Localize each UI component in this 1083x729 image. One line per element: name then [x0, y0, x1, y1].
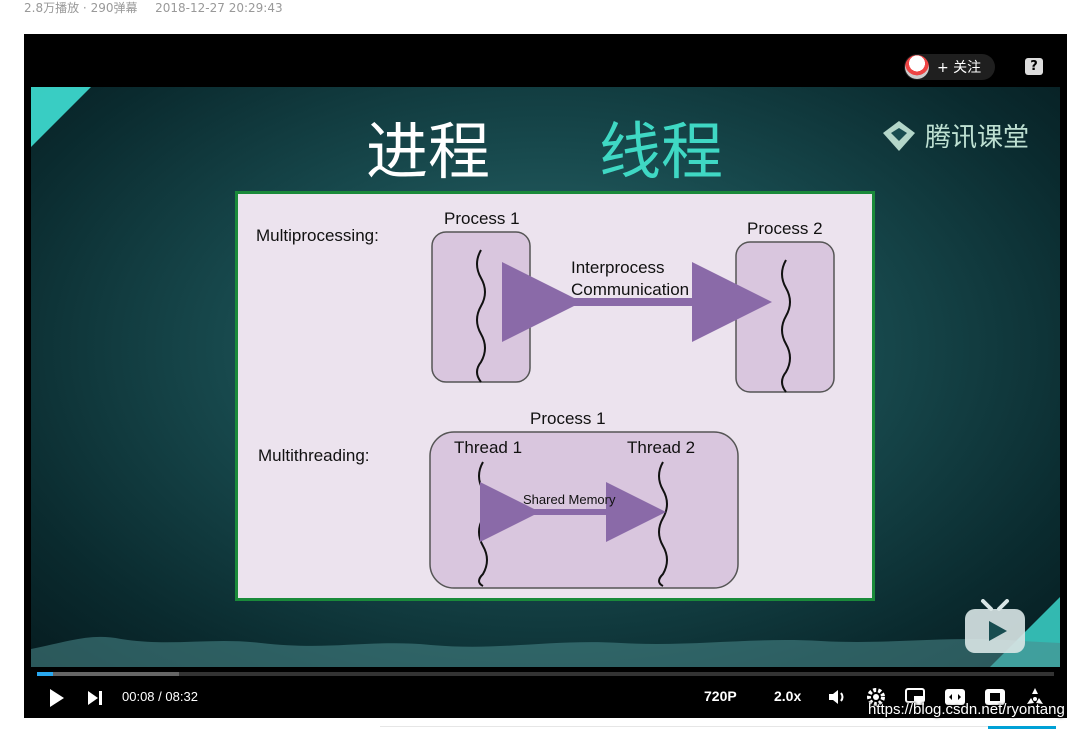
- slide-title-process: 进程: [366, 115, 491, 188]
- current-time: 00:08: [122, 689, 155, 704]
- uploader-avatar: [905, 55, 929, 79]
- decor-corner: [31, 87, 91, 147]
- slide-diagram: [429, 231, 835, 589]
- accent-underline: [988, 726, 1056, 729]
- thread1-label: Thread 1: [454, 438, 523, 457]
- video-player[interactable]: + 关注 ? 进程 线程 腾讯课堂: [24, 34, 1067, 718]
- shared-memory-label: Shared Memory: [523, 492, 616, 507]
- mt-process-label: Process 1: [530, 409, 606, 428]
- next-icon[interactable]: [87, 689, 103, 707]
- time-separator: /: [158, 689, 162, 704]
- fullscreen-icon[interactable]: [1024, 686, 1046, 708]
- volume-icon[interactable]: [827, 687, 847, 707]
- publish-datetime: 2018-12-27 20:29:43: [155, 1, 283, 15]
- tencent-classroom-logo: 腾讯课堂: [881, 117, 1029, 154]
- duration: 08:32: [165, 689, 198, 704]
- thread2-label: Thread 2: [627, 438, 696, 457]
- divider: [380, 726, 1020, 727]
- brand-logo-icon: [883, 120, 915, 151]
- process1-label: Process 1: [444, 209, 520, 228]
- brand-name: 腾讯课堂: [925, 123, 1030, 153]
- process2-label: Process 2: [747, 219, 823, 238]
- video-meta: 2.8万播放 · 290弹幕 2018-12-27 20:29:43: [24, 0, 283, 16]
- quality-selector[interactable]: 720P: [704, 688, 737, 704]
- multiprocessing-label: Multiprocessing:: [256, 226, 379, 245]
- ipc-label-line1: Interprocess: [571, 258, 665, 277]
- ipc-label-line2: Communication: [571, 280, 690, 299]
- progress-bar[interactable]: [37, 672, 1054, 676]
- web-fullscreen-icon[interactable]: [984, 688, 1006, 706]
- audio-waveform: [31, 636, 1060, 667]
- csdn-watermark: https://blog.csdn.net/ryontang: [868, 701, 1065, 718]
- follow-label: + 关注: [937, 60, 982, 76]
- slide-title-thread: 线程: [599, 115, 724, 188]
- process2-thread: [781, 259, 791, 393]
- bilibili-tv-icon: [963, 599, 1027, 659]
- process1-thread: [476, 249, 486, 383]
- settings-icon[interactable]: [866, 687, 886, 707]
- play-icon[interactable]: [48, 688, 66, 708]
- meta-separator: ·: [82, 1, 87, 15]
- play-count: 2.8万播放: [24, 1, 80, 15]
- played-bar: [37, 672, 54, 676]
- multithreading-label: Multithreading:: [258, 446, 370, 465]
- danmaku-count: 290弹幕: [90, 1, 138, 15]
- lecture-slide: Multiprocessing: Process 1 Process 2 Int…: [235, 191, 875, 601]
- video-frame[interactable]: 进程 线程 腾讯课堂: [31, 87, 1060, 667]
- pip-icon[interactable]: [905, 688, 925, 706]
- help-icon[interactable]: ?: [1025, 58, 1043, 75]
- follow-button[interactable]: + 关注: [904, 54, 995, 80]
- buffered-bar: [37, 672, 180, 676]
- speed-selector[interactable]: 2.0x: [774, 688, 802, 704]
- widescreen-icon[interactable]: [944, 688, 966, 706]
- time-display: 00:08 / 08:32: [122, 689, 198, 704]
